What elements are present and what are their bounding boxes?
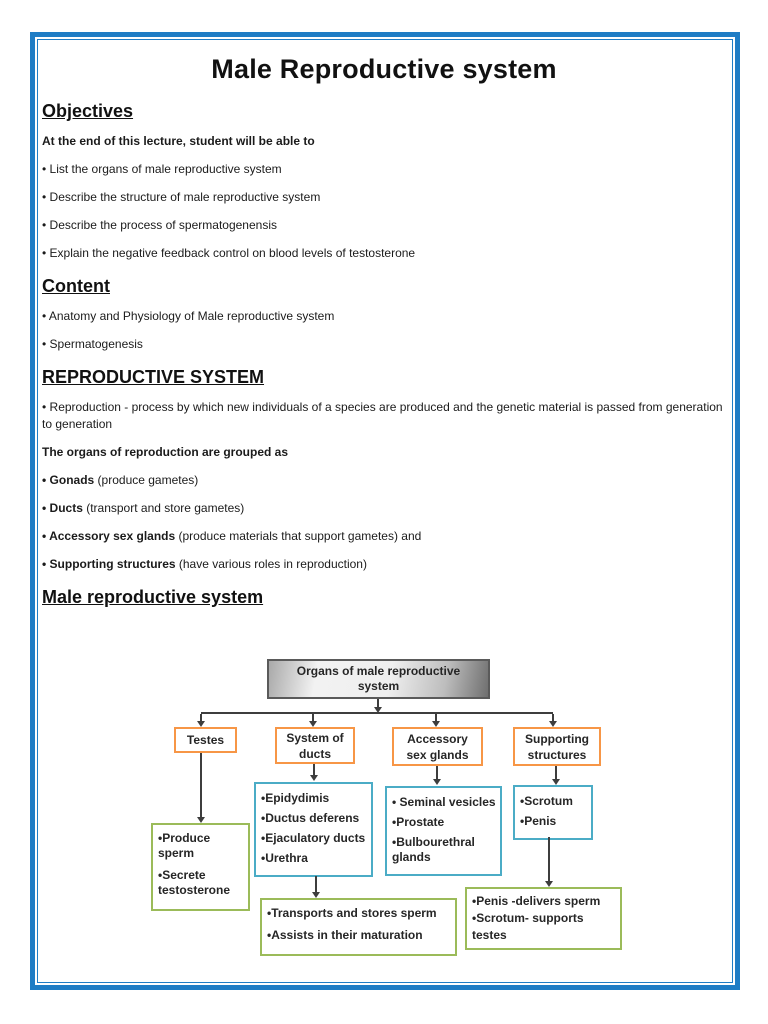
objective-item: • Describe the structure of male reprodu… (42, 190, 321, 204)
group-item-rest: (produce materials that support gametes)… (175, 529, 422, 543)
objectives-intro: At the end of this lecture, student will… (42, 134, 315, 148)
page-title: Male Reproductive system (211, 54, 557, 84)
heading-objectives: Objectives (42, 101, 134, 121)
content-item: • Spermatogenesis (42, 337, 143, 351)
heading-reproductive-system: REPRODUCTIVE SYSTEM (42, 367, 265, 387)
group-item-gonads: • Gonads (produce gametes) (42, 472, 726, 489)
group-item-rest: (transport and store gametes) (82, 501, 245, 515)
group-item-lead: • Accessory sex glands (42, 529, 176, 543)
group-item-lead: • Gonads (42, 473, 95, 487)
heading-male-reproductive-system: Male reproductive system (42, 587, 264, 607)
grouped-intro: The organs of reproduction are grouped a… (42, 445, 289, 459)
page-border-frame (30, 32, 740, 990)
objective-item: • Describe the process of spermatogenens… (42, 218, 277, 232)
group-item-rest: (have various roles in reproduction) (175, 557, 367, 571)
heading-content: Content (42, 276, 110, 296)
group-item-supporting: • Supporting structures (have various ro… (42, 556, 726, 573)
page-border-inner-line (37, 39, 733, 983)
objective-item: • List the organs of male reproductive s… (42, 162, 282, 176)
group-item-rest: (produce gametes) (94, 473, 199, 487)
objective-item: • Explain the negative feedback control … (42, 246, 416, 260)
group-item-accessory: • Accessory sex glands (produce material… (42, 528, 726, 545)
reproduction-definition: • Reproduction - process by which new in… (42, 400, 723, 431)
content-item: • Anatomy and Physiology of Male reprodu… (42, 309, 335, 323)
document-content: Male Reproductive system Objectives At t… (42, 44, 726, 618)
group-item-lead: • Ducts (42, 501, 83, 515)
group-item-lead: • Supporting structures (42, 557, 176, 571)
group-item-ducts: • Ducts (transport and store gametes) (42, 500, 726, 517)
